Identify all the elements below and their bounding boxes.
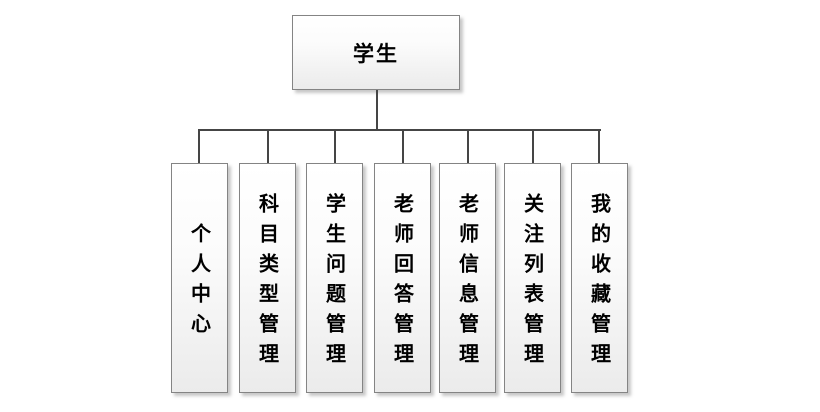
connector-stub-3 [334, 130, 336, 164]
connector-bus [198, 129, 601, 131]
child-node-label: 老师回答管理 [390, 193, 415, 373]
root-node-label: 学生 [353, 41, 399, 66]
child-node-follow-list-mgmt: 关注列表管理 [504, 163, 561, 393]
child-node-subject-type-mgmt: 科目类型管理 [239, 163, 296, 393]
child-node-label: 个人中心 [187, 223, 212, 343]
child-node-teacher-info-mgmt: 老师信息管理 [439, 163, 496, 393]
connector-stub-4 [402, 130, 404, 164]
child-node-label: 学生问题管理 [322, 193, 347, 373]
connector-stub-6 [532, 130, 534, 164]
child-node-label: 老师信息管理 [455, 193, 480, 373]
child-node-my-favorites-mgmt: 我的收藏管理 [571, 163, 628, 393]
child-node-label: 关注列表管理 [520, 193, 545, 373]
child-node-label: 我的收藏管理 [587, 193, 612, 373]
connector-stub-5 [467, 130, 469, 164]
child-node-personal-center: 个人中心 [171, 163, 228, 393]
child-node-teacher-answer-mgmt: 老师回答管理 [374, 163, 431, 393]
child-node-student-question-mgmt: 学生问题管理 [306, 163, 363, 393]
connector-root-stem [376, 90, 378, 130]
child-node-label: 科目类型管理 [255, 193, 280, 373]
connector-stub-2 [267, 130, 269, 164]
connector-stub-7 [598, 130, 600, 164]
root-node-student: 学生 [292, 15, 460, 90]
connector-stub-1 [198, 130, 200, 164]
